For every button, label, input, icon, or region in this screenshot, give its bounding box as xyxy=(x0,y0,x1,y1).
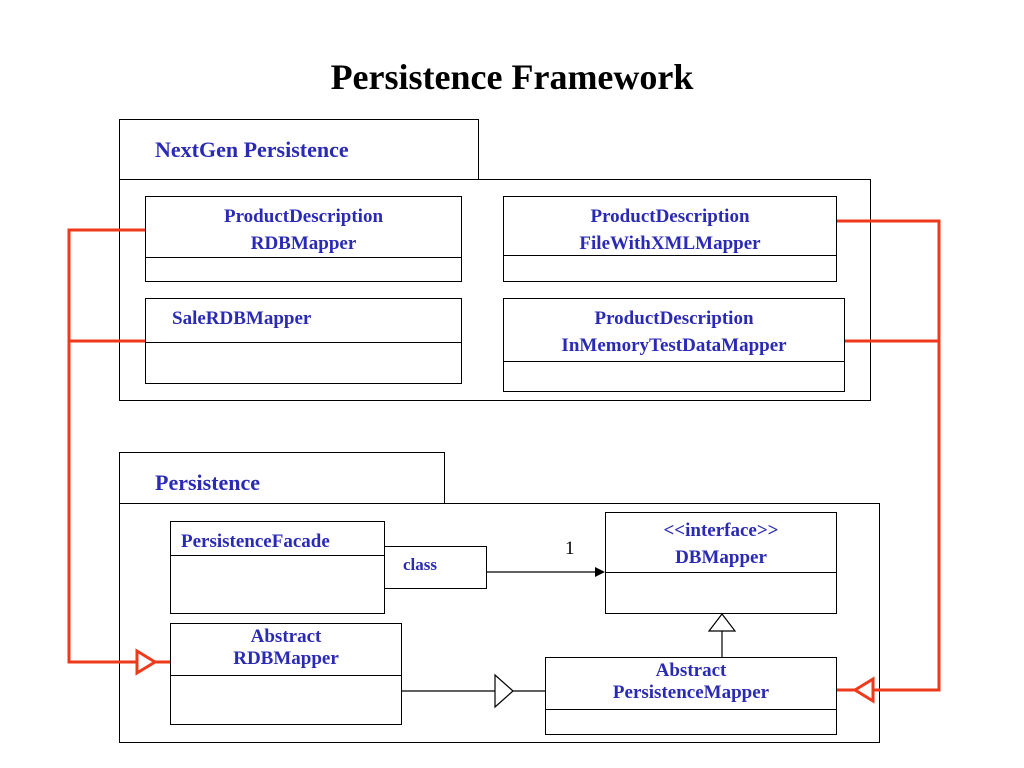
class-divider xyxy=(146,342,461,343)
package-tab-persistence xyxy=(119,452,445,505)
class-name: SaleRDBMapper xyxy=(172,308,312,329)
class-divider xyxy=(546,709,836,710)
package-tab-nextgen xyxy=(119,119,479,181)
class-divider xyxy=(504,255,836,256)
class-name: PersistenceFacade xyxy=(181,531,330,552)
left-inheritance-connector xyxy=(67,228,170,676)
class-dbmapper-interface[interactable]: <<interface>>DBMapper xyxy=(605,512,837,614)
association-qualifier: class xyxy=(403,555,437,574)
class-divider xyxy=(146,257,461,258)
realization-arrowhead xyxy=(707,613,737,632)
class-name: <<interface>>DBMapper xyxy=(663,520,779,568)
class-divider xyxy=(504,361,844,362)
association-qualifier-box xyxy=(384,546,487,589)
association-multiplicity: 1 xyxy=(565,538,575,559)
class-divider xyxy=(171,675,401,676)
class-divider xyxy=(171,555,384,556)
page-title: Persistence Framework xyxy=(330,57,694,97)
association-arrowhead xyxy=(595,567,605,577)
class-divider xyxy=(606,572,836,573)
generalization-arrowhead xyxy=(494,673,514,709)
class-salerdbmapper[interactable]: SaleRDBMapper xyxy=(145,298,462,384)
package-label-nextgen: NextGen Persistence xyxy=(155,137,349,162)
package-label-persistence: Persistence xyxy=(155,470,261,495)
right-inheritance-connector xyxy=(837,219,941,704)
